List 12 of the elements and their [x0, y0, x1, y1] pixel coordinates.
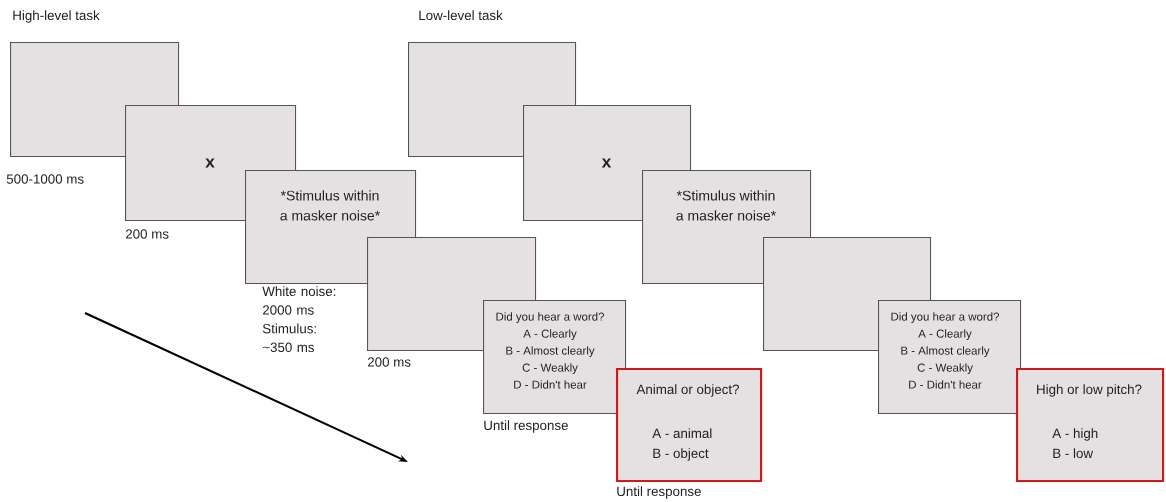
- response-screen: High or low pitch? A - high B - low: [1016, 368, 1165, 483]
- task-heading: High-level task: [13, 10, 100, 23]
- duration-label: Until response: [617, 486, 701, 499]
- question-screen: Did you hear a word? A - Clearly B - Almost clearly C - Weakly D - Didn't hear: [483, 300, 627, 415]
- duration-label: Until response: [484, 420, 568, 433]
- question-screen: Did you hear a word? A - Clearly B - Almost clearly C - Weakly D - Didn't hear: [878, 300, 1022, 415]
- duration-label: 200 ms: [125, 229, 169, 239]
- duration-label: 200 ms: [367, 357, 411, 367]
- task-heading: Low-level task: [419, 10, 503, 21]
- duration-label: 500-1000 ms: [6, 174, 84, 184]
- duration-label: White noise: 2000 ms Stimulus: ~350 ms: [262, 286, 336, 353]
- response-screen: Animal or object? A - animal B - object: [616, 368, 763, 483]
